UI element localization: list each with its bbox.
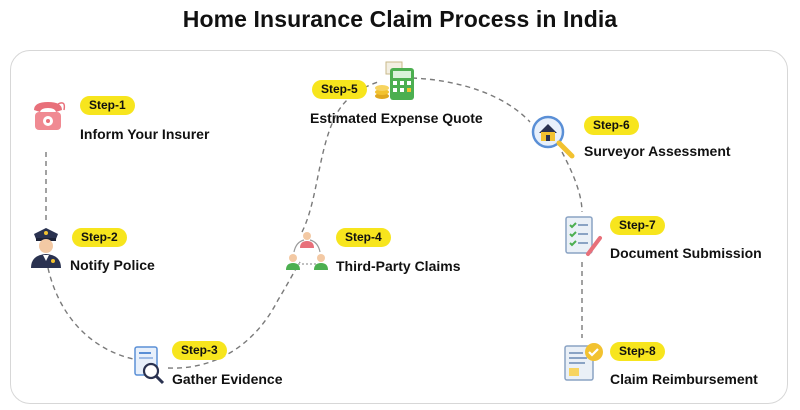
phone-icon bbox=[28, 96, 68, 139]
check-document-icon bbox=[562, 340, 606, 389]
step-badge-8: Step-8 bbox=[610, 342, 665, 361]
checklist-icon bbox=[562, 214, 604, 263]
step-label-3: Gather Evidence bbox=[172, 371, 283, 387]
step-label-7: Document Submission bbox=[610, 245, 762, 261]
step-badge-1: Step-1 bbox=[80, 96, 135, 115]
police-officer-icon bbox=[26, 224, 66, 273]
people-network-icon bbox=[284, 230, 330, 279]
step-badge-7: Step-7 bbox=[610, 216, 665, 235]
step-badge-3: Step-3 bbox=[172, 341, 227, 360]
step-badge-4: Step-4 bbox=[336, 228, 391, 247]
step-badge-2: Step-2 bbox=[72, 228, 127, 247]
step-badge-6: Step-6 bbox=[584, 116, 639, 135]
step-label-8: Claim Reimbursement bbox=[610, 371, 758, 387]
step-badge-5: Step-5 bbox=[312, 80, 367, 99]
page-title: Home Insurance Claim Process in India bbox=[182, 6, 618, 32]
step-label-1: Inform Your Insurer bbox=[80, 126, 210, 142]
evidence-magnifier-icon bbox=[132, 345, 168, 390]
step-label-6: Surveyor Assessment bbox=[584, 143, 731, 159]
step-label-2: Notify Police bbox=[70, 257, 155, 273]
calculator-coins-icon bbox=[374, 60, 418, 107]
step-label-5: Estimated Expense Quote bbox=[310, 110, 483, 126]
step-label-4: Third-Party Claims bbox=[336, 258, 461, 274]
house-magnifier-icon bbox=[528, 112, 578, 165]
